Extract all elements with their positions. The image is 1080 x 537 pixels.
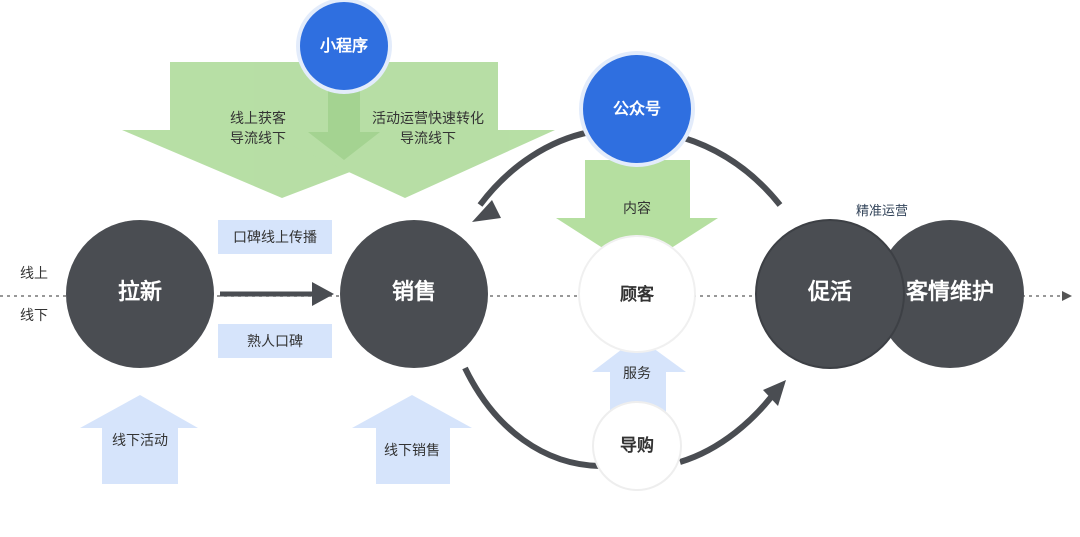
label-mini-left-2: 导流线下 (230, 131, 286, 147)
node-guide (592, 401, 682, 491)
node-miniprogram (296, 0, 392, 94)
node-sales (340, 220, 488, 368)
label-sales: 销售 (391, 280, 436, 305)
node-activate (755, 219, 905, 369)
content-arrow (556, 160, 718, 270)
label-offline-sales: 线下销售 (384, 443, 440, 459)
label-service: 服务 (623, 366, 651, 382)
label-care: 客情维护 (905, 280, 994, 305)
mini-program-arrows (122, 62, 555, 198)
label-content: 内容 (623, 201, 651, 217)
loop-arc-bottom-right (679, 386, 781, 465)
offline-sales-arrow (352, 395, 472, 484)
node-official (579, 51, 695, 167)
green-arrow-right (258, 62, 555, 198)
box-word-friends: 熟人口碑 (218, 324, 332, 358)
divider-arrowhead-icon (1062, 291, 1072, 301)
label-mini-right-1: 活动运营快速转化 (372, 111, 484, 127)
label-offline-activity: 线下活动 (112, 433, 168, 449)
loop-arrowhead-sales-icon (472, 200, 501, 222)
label-mini-left-1: 线上获客 (230, 111, 286, 127)
green-arrow-center (308, 70, 380, 160)
loop-arrowhead-activate-icon (763, 380, 786, 406)
service-arrow (592, 337, 686, 412)
loop-arc-top-left (477, 129, 591, 207)
node-customer (578, 235, 696, 353)
laxin-to-sales-arrowhead-icon (312, 282, 334, 306)
label-official: 公众号 (612, 99, 661, 118)
label-activate: 促活 (807, 280, 852, 305)
node-laxin (66, 220, 214, 368)
box-word-online: 口碑线上传播 (218, 220, 332, 254)
node-care (876, 220, 1024, 368)
loop-arc-bottom-left (462, 366, 601, 469)
label-guide: 导购 (620, 436, 654, 456)
label-mini-right-2: 导流线下 (400, 131, 456, 147)
label-offline: 线下 (20, 308, 48, 324)
offline-activity-arrow (80, 395, 198, 484)
label-customer: 顾客 (620, 285, 654, 305)
label-laxin: 拉新 (117, 280, 162, 305)
label-online: 线上 (20, 266, 48, 282)
label-miniprogram: 小程序 (319, 36, 368, 55)
label-precise: 精准运营 (855, 204, 908, 219)
